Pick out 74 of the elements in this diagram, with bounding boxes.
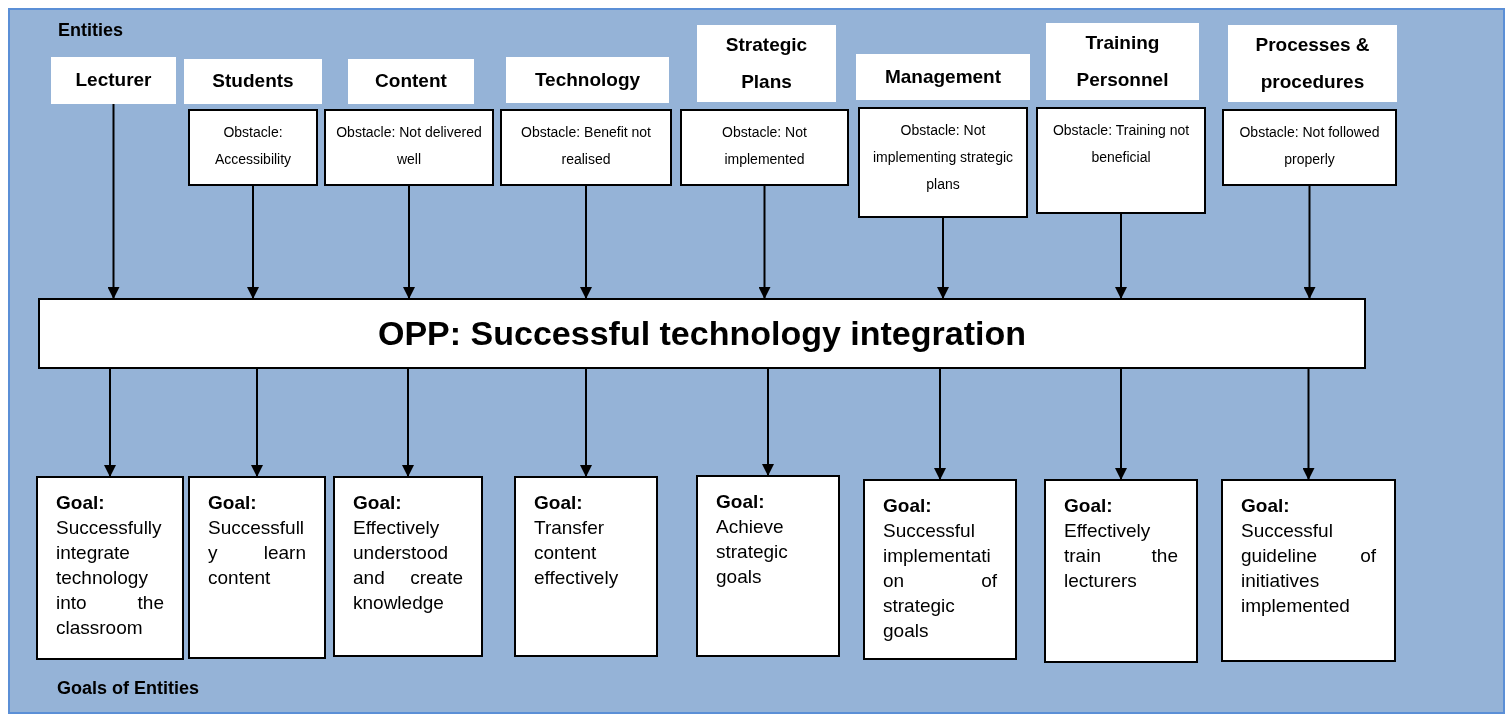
entity-name: Students [212,69,294,94]
arrow [580,185,592,299]
goal-box [333,476,483,657]
goal-text: Effectively train the lecturers [1064,519,1178,593]
arrow [251,368,263,477]
entity-name: Training Personnel [1075,31,1170,92]
obstacle-box [324,109,494,186]
obstacle-box [1036,107,1206,214]
obstacle-text: Obstacle: Not followed properly [1239,124,1380,167]
obstacle-text: Obstacle: Accessibility [214,124,292,167]
opp-text: OPP: Successful technology integration [378,314,1026,353]
goal-heading: Goal: [353,491,403,515]
goal-text: Transfer content effectively [534,516,620,590]
arrow [1302,368,1315,480]
goal-text: Achieve strategic goals [716,515,789,589]
goal-box [863,479,1017,660]
entity-name: Lecturer [75,68,152,93]
arrow [1115,368,1127,480]
arrow [104,368,116,477]
entity-name: Technology [534,67,641,92]
goal-text: Successful guideline of initiatives implemented [1241,519,1376,618]
goal-box [514,476,658,657]
entity-name: Processes & procedures [1254,33,1371,94]
goal-text: Successfully learn content [208,516,306,590]
goal-heading: Goal: [1241,494,1291,518]
arrow [1115,213,1127,299]
section-label: Entities [58,20,123,41]
entity-box [348,59,474,104]
obstacle-box [500,109,672,186]
arrow [937,217,949,299]
obstacle-text: Obstacle: Not implemented [722,124,807,167]
goal-text: Effectively understood and create knowledge [353,516,463,615]
entity-box [856,54,1030,100]
arrow [1303,185,1316,299]
goal-heading: Goal: [1064,494,1114,518]
arrow [247,185,259,299]
goal-box [1044,479,1198,663]
goal-heading: Goal: [208,491,258,515]
entity-name: Strategic Plans [724,33,809,94]
arrow [402,368,414,477]
goal-heading: Goal: [534,491,584,515]
goal-box [696,475,840,657]
goal-box [1221,479,1396,662]
arrow [934,368,946,480]
goal-box [188,476,326,659]
arrow [403,185,415,299]
arrow [762,368,774,476]
entity-box [1228,25,1397,102]
entity-box [51,57,176,104]
arrow [758,185,771,299]
goal-text: Successful implementation of strategic goals [883,519,997,643]
obstacle-text: Obstacle: Benefit not realised [521,124,651,167]
obstacle-text: Obstacle: Not delivered well [336,124,482,167]
section-label: Goals of Entities [57,678,200,699]
entity-box [697,25,836,102]
arrow [580,368,592,477]
goal-text: Successfully integrate technology into the classroom [56,516,164,640]
obstacle-text: Obstacle: Training not beneficial [1052,122,1190,165]
entity-name: Content [375,69,447,94]
arrow [107,103,120,299]
obstacle-box [1222,109,1397,186]
goal-heading: Goal: [56,491,106,515]
obstacle-text: Obstacle: Not implementing strategic plans [872,122,1014,192]
opp-box [38,298,1366,369]
goal-heading: Goal: [883,494,933,518]
obstacle-box [188,109,318,186]
entity-box [506,57,669,103]
entity-box [1046,23,1199,100]
obstacle-box [680,109,849,186]
goal-heading: Goal: [716,490,766,514]
obstacle-box [858,107,1028,218]
entity-name: Management [884,64,1002,89]
goal-box [36,476,184,660]
entity-box [184,59,322,104]
